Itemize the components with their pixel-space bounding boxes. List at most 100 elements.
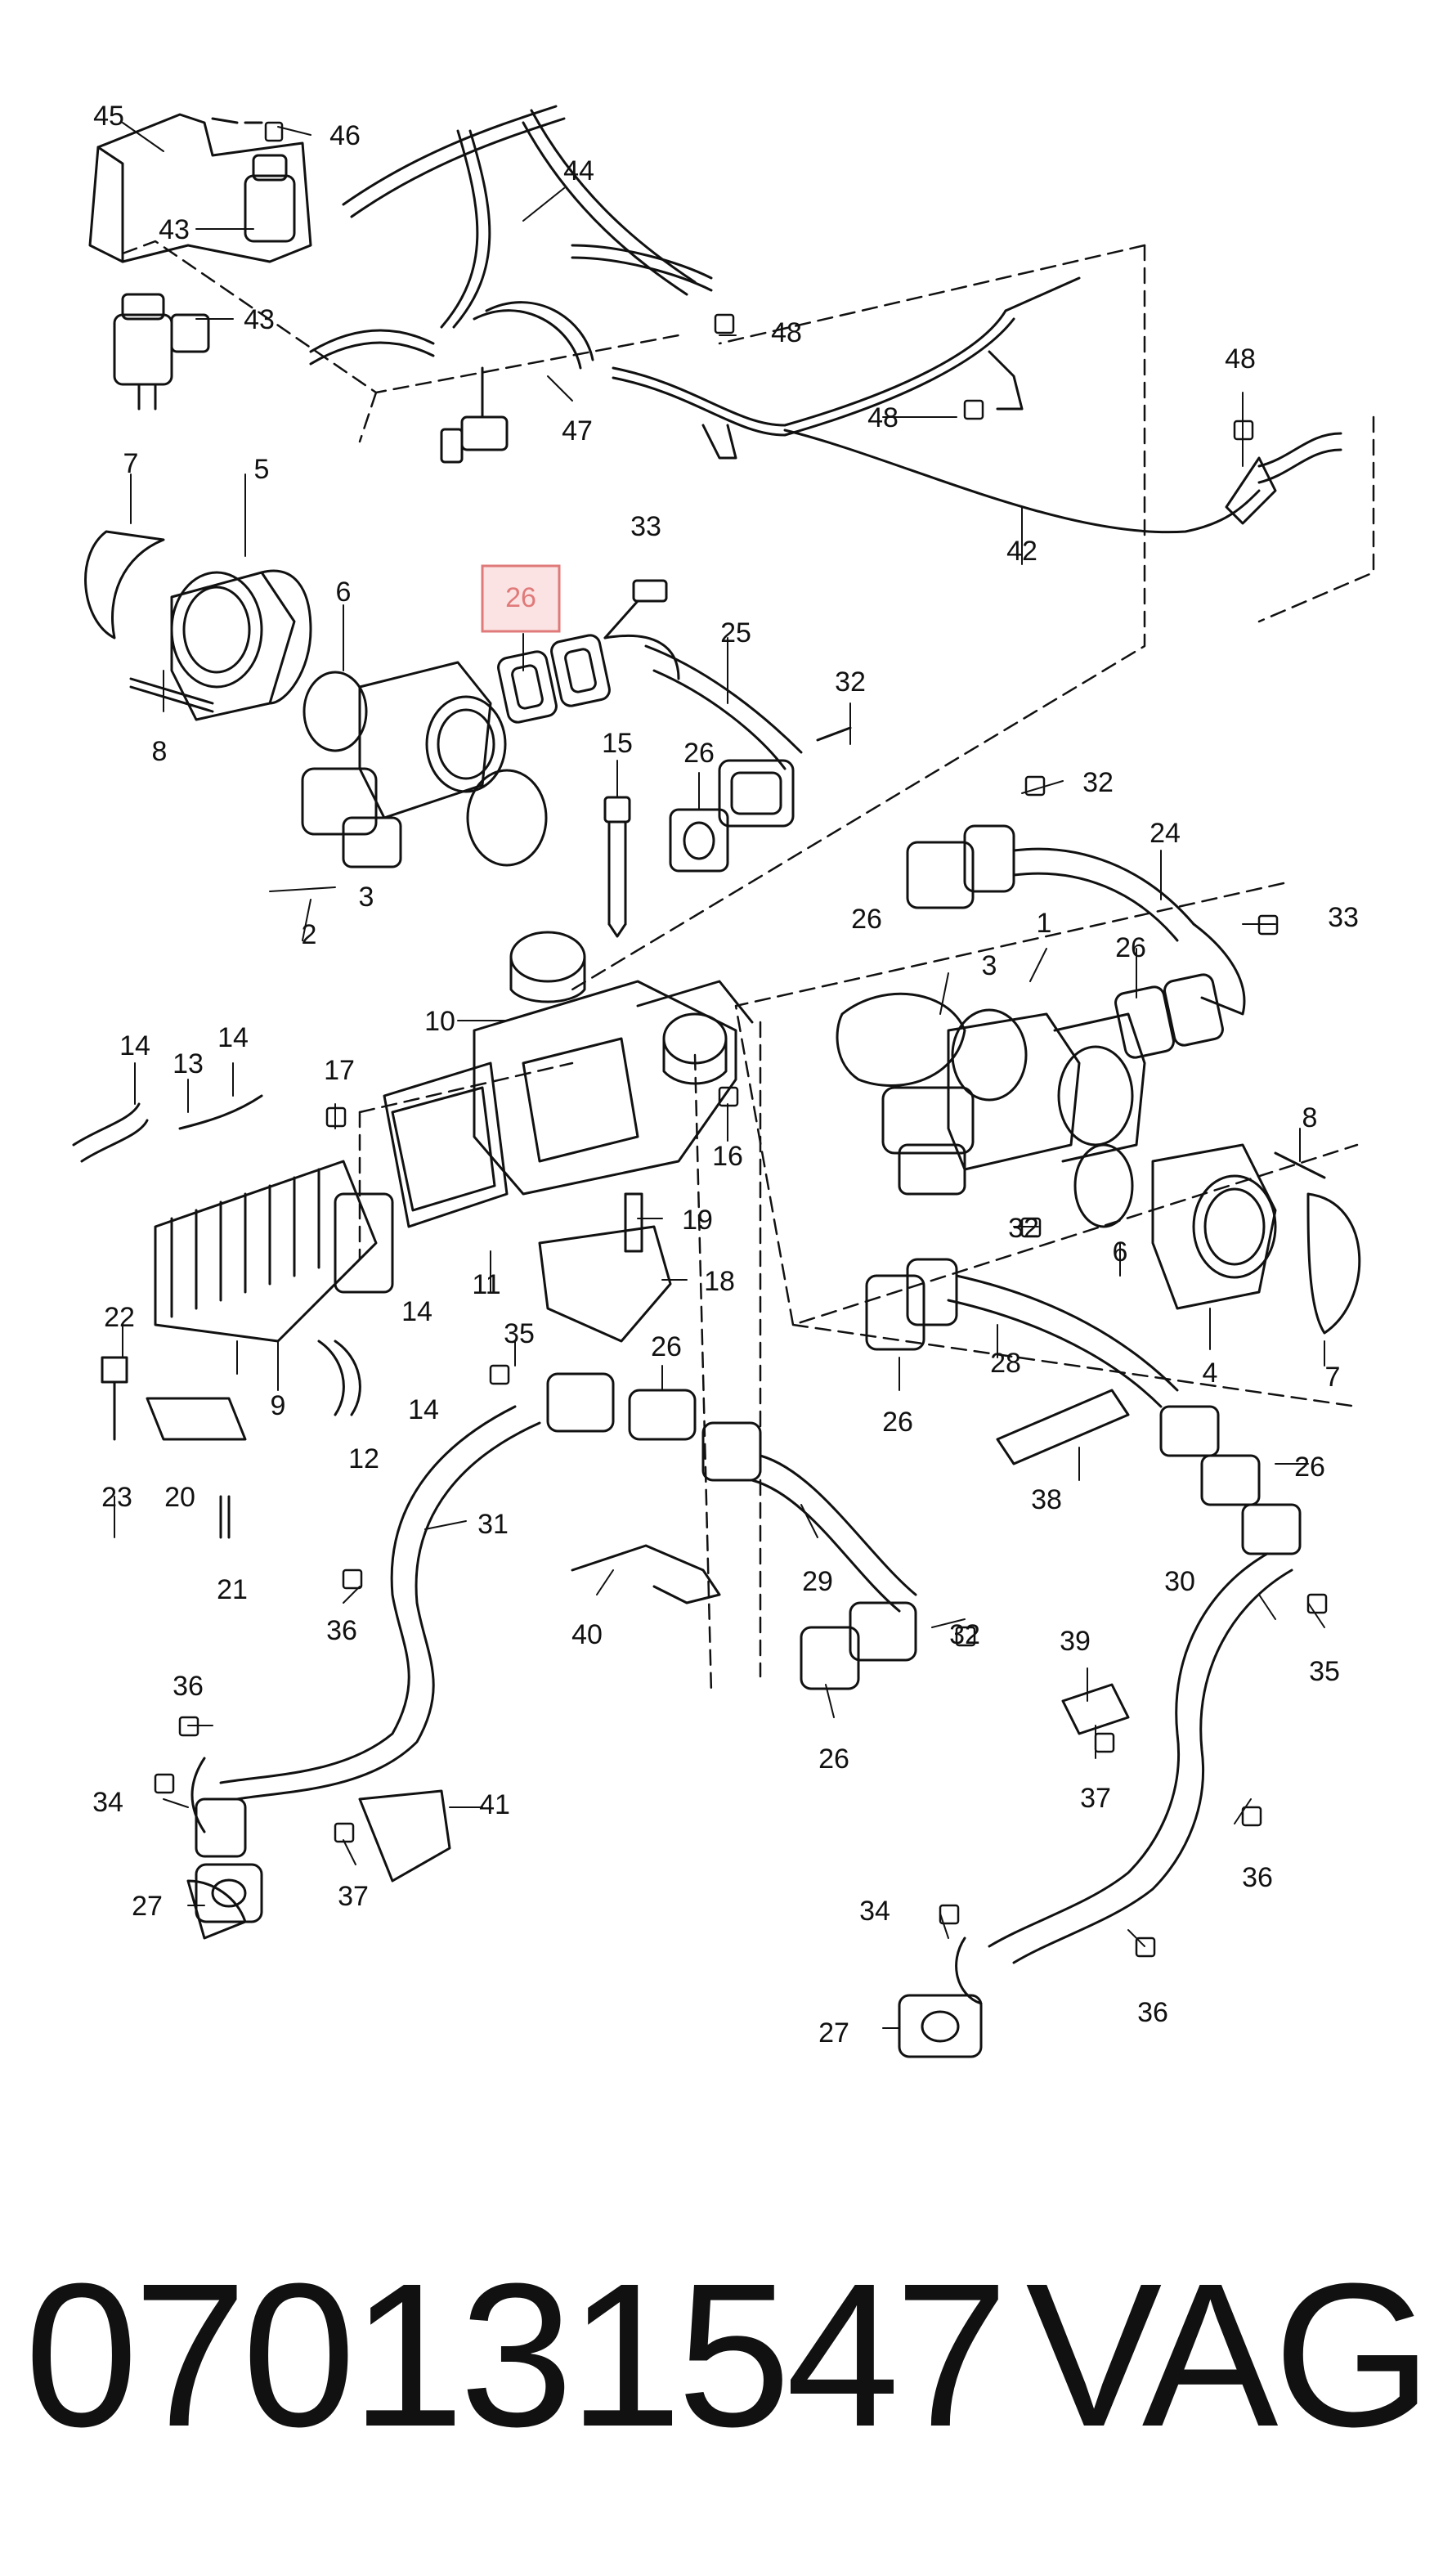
callout-14: 14 bbox=[401, 1296, 432, 1327]
egr-pipes-29-31 bbox=[186, 1372, 917, 1940]
vacuum-pipe bbox=[612, 276, 1342, 534]
callout-16: 16 bbox=[712, 1141, 743, 1172]
callout-43: 43 bbox=[159, 214, 190, 245]
gasket-27-left bbox=[195, 1863, 263, 1923]
throttle-body-left bbox=[84, 530, 548, 868]
callout-11: 11 bbox=[472, 1269, 500, 1300]
callout-7: 7 bbox=[1325, 1362, 1341, 1393]
callout-36: 36 bbox=[1137, 1997, 1168, 2028]
callout-10: 10 bbox=[424, 1006, 455, 1037]
callout-44: 44 bbox=[563, 155, 594, 186]
group-outline-top bbox=[121, 240, 1375, 991]
callout-13: 13 bbox=[173, 1048, 204, 1079]
callout-18: 18 bbox=[704, 1266, 735, 1297]
callout-43: 43 bbox=[244, 304, 275, 335]
callout-33: 33 bbox=[630, 511, 661, 542]
callout-6: 6 bbox=[336, 577, 352, 608]
throttle-body-right bbox=[836, 973, 1361, 1335]
egr-cooler bbox=[72, 1094, 394, 1539]
callout-32: 32 bbox=[949, 1619, 980, 1650]
valve-bracket-assembly bbox=[88, 113, 312, 411]
callout-47: 47 bbox=[562, 415, 593, 447]
callout-36: 36 bbox=[326, 1615, 357, 1646]
group-outline-mid bbox=[358, 1053, 713, 1694]
callout-26: 26 bbox=[818, 1744, 849, 1775]
callout-35: 35 bbox=[504, 1318, 535, 1349]
callout-32: 32 bbox=[1082, 767, 1114, 798]
callout-21: 21 bbox=[217, 1574, 248, 1605]
callout-34: 34 bbox=[859, 1896, 890, 1927]
callout-40: 40 bbox=[571, 1619, 603, 1650]
callout-31: 31 bbox=[477, 1509, 509, 1540]
callout-3: 3 bbox=[982, 950, 997, 981]
callout-14: 14 bbox=[119, 1030, 150, 1061]
hose-harness bbox=[309, 105, 713, 464]
group-outline-right bbox=[734, 882, 1359, 1678]
egr-pipe-30 bbox=[898, 1405, 1302, 2058]
callout-25: 25 bbox=[720, 617, 751, 648]
callout-48: 48 bbox=[771, 317, 802, 348]
callout-48: 48 bbox=[1225, 343, 1256, 375]
callout-34: 34 bbox=[92, 1787, 123, 1818]
bolt-15 bbox=[603, 796, 631, 938]
callout-14: 14 bbox=[217, 1022, 249, 1053]
callout-7: 7 bbox=[123, 448, 139, 479]
callout-36: 36 bbox=[1242, 1862, 1273, 1893]
callout-12: 12 bbox=[348, 1443, 379, 1474]
callout-8: 8 bbox=[1302, 1102, 1318, 1133]
callout-14: 14 bbox=[408, 1394, 439, 1425]
fasteners bbox=[154, 121, 1328, 1958]
callout-32: 32 bbox=[835, 666, 866, 698]
callout-27: 27 bbox=[132, 1891, 163, 1922]
callout-19: 19 bbox=[682, 1205, 713, 1236]
egr-pipe-24 bbox=[906, 824, 1246, 1016]
callout-45: 45 bbox=[93, 101, 124, 132]
callout-41: 41 bbox=[479, 1789, 510, 1820]
callout-4: 4 bbox=[1203, 1358, 1218, 1389]
callout-37: 37 bbox=[338, 1881, 369, 1912]
callout-29: 29 bbox=[802, 1566, 833, 1597]
callout-6: 6 bbox=[1113, 1236, 1128, 1268]
callout-20: 20 bbox=[164, 1482, 195, 1513]
egr-valve-center bbox=[383, 931, 754, 1343]
callout-48: 48 bbox=[867, 402, 899, 433]
callout-26: 26 bbox=[1115, 932, 1146, 963]
callout-15: 15 bbox=[602, 728, 633, 759]
egr-pipe-28 bbox=[865, 1258, 1179, 1465]
callout-26-highlighted: 26 bbox=[505, 582, 536, 613]
callout-5: 5 bbox=[254, 454, 270, 485]
brand-name: VAG bbox=[1025, 2241, 1432, 2469]
callout-33: 33 bbox=[1328, 902, 1359, 933]
callout-32: 32 bbox=[1008, 1213, 1039, 1244]
callout-9: 9 bbox=[271, 1390, 286, 1421]
callout-26: 26 bbox=[1294, 1452, 1325, 1483]
callout-39: 39 bbox=[1060, 1626, 1091, 1657]
callout-24: 24 bbox=[1150, 818, 1181, 849]
leader-lines bbox=[114, 122, 1325, 2029]
callout-labels: 45 46 44 43 43 48 48 48 47 42 7 5 6 8 33… bbox=[92, 101, 1359, 2049]
callout-23: 23 bbox=[101, 1482, 132, 1513]
highlight-box bbox=[481, 564, 561, 633]
part-number: 070131547 bbox=[25, 2241, 1008, 2469]
callout-26: 26 bbox=[683, 738, 715, 769]
callout-22: 22 bbox=[104, 1302, 135, 1333]
callout-3: 3 bbox=[359, 882, 374, 913]
callout-37: 37 bbox=[1080, 1783, 1111, 1814]
part-number-footer: 070131547 VAG bbox=[25, 2233, 1432, 2478]
callout-28: 28 bbox=[990, 1348, 1021, 1379]
callout-1: 1 bbox=[1037, 908, 1052, 939]
callout-38: 38 bbox=[1031, 1484, 1062, 1515]
callout-27: 27 bbox=[818, 2017, 849, 2049]
egr-pipe-25 bbox=[644, 644, 852, 828]
callout-42: 42 bbox=[1006, 536, 1037, 567]
callout-26: 26 bbox=[882, 1407, 913, 1438]
callout-2: 2 bbox=[302, 919, 317, 950]
callout-36: 36 bbox=[173, 1671, 204, 1702]
callout-46: 46 bbox=[329, 120, 361, 151]
callout-8: 8 bbox=[152, 736, 168, 767]
callout-30: 30 bbox=[1164, 1566, 1195, 1597]
callout-35: 35 bbox=[1309, 1656, 1340, 1687]
exploded-parts-diagram: 45 46 44 43 43 48 48 48 47 42 7 5 6 8 33… bbox=[72, 101, 1375, 2058]
callout-26: 26 bbox=[851, 904, 882, 935]
callout-26: 26 bbox=[651, 1331, 682, 1362]
